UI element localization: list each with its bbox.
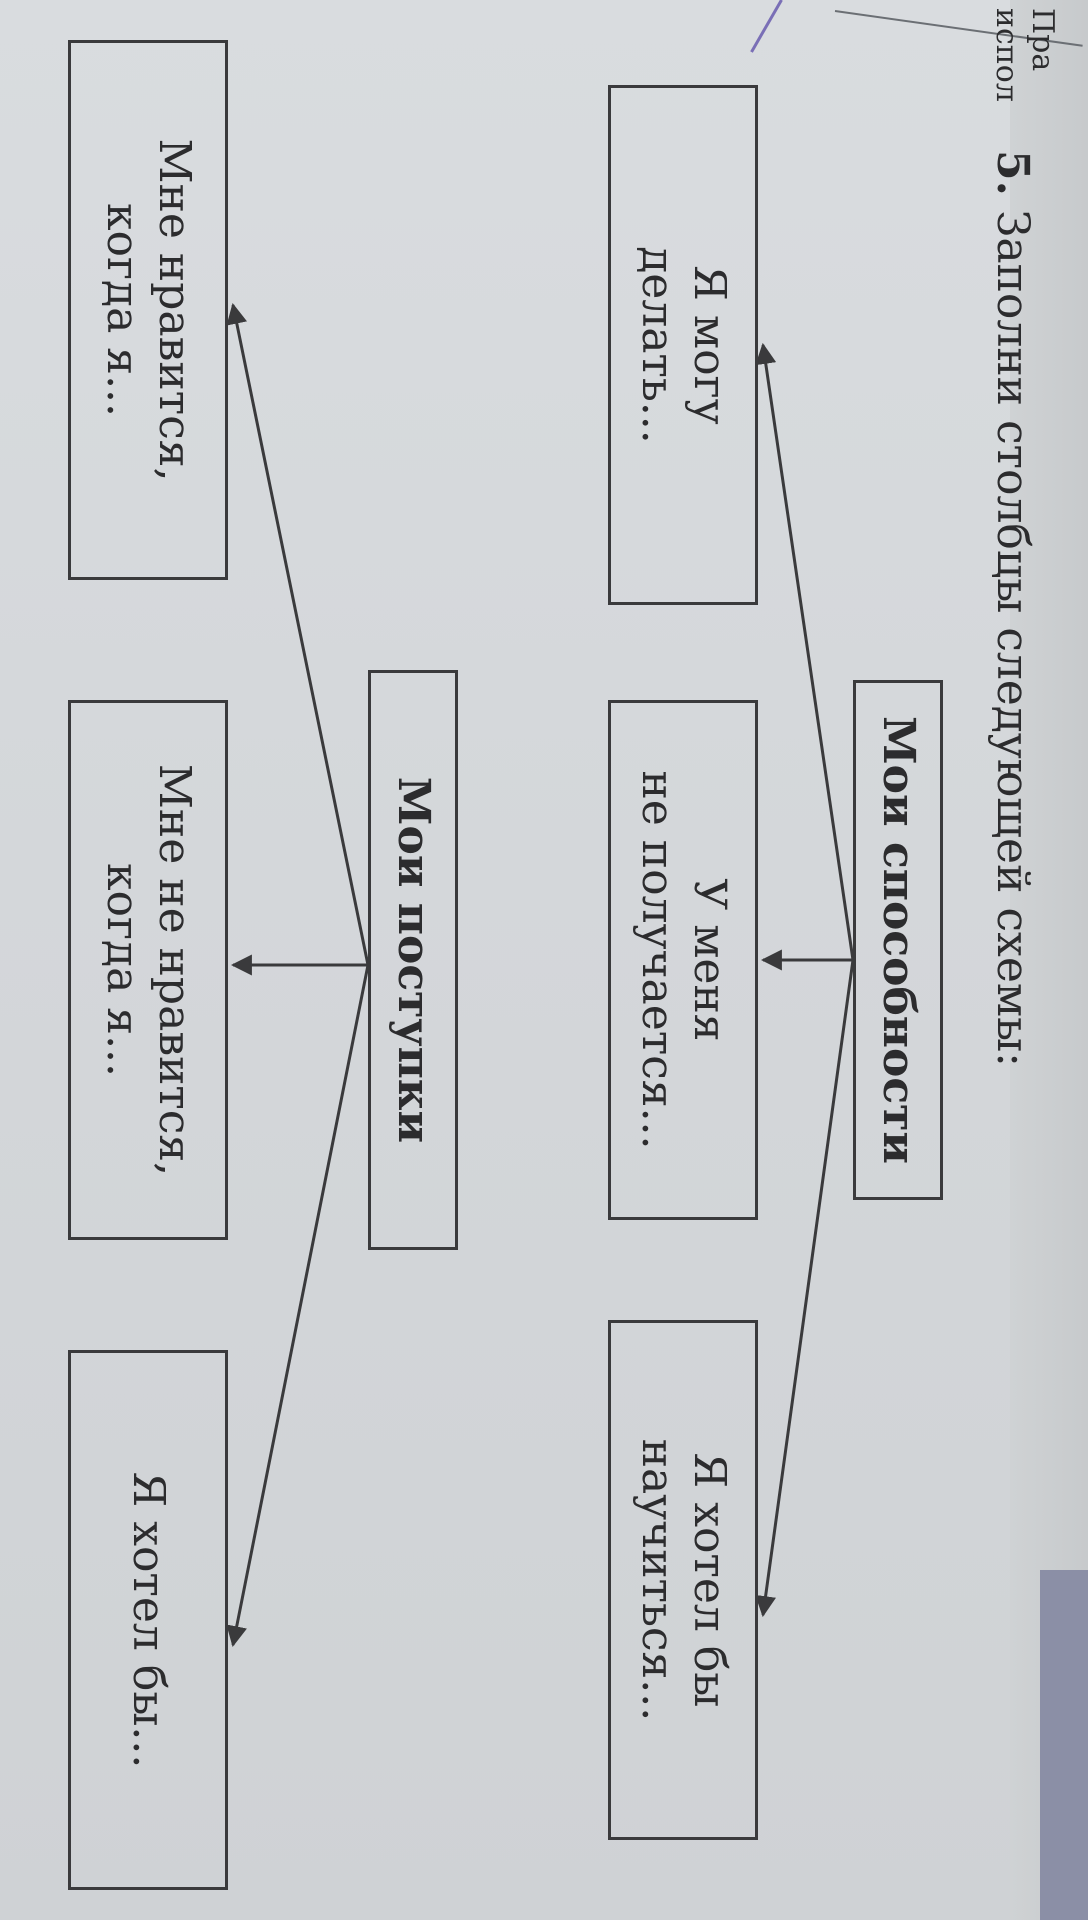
box-my-actions: Мои поступки	[368, 670, 458, 1250]
box-i-dislike: Мне не нравится, когда я...	[68, 700, 228, 1240]
background-object	[1040, 1570, 1088, 1920]
arrow-to-want-learn	[755, 959, 855, 1618]
arrow-to-would-like	[226, 964, 370, 1648]
box-i-can-do: Я могу делать...	[608, 85, 758, 605]
arrow-to-can-do	[755, 342, 855, 961]
box-i-would-like: Я хотел бы...	[68, 1350, 228, 1890]
box-want-to-learn: Я хотел бы научиться...	[608, 1320, 758, 1840]
box-my-abilities: Мои способности	[853, 680, 943, 1200]
box-i-like: Мне нравится, когда я...	[68, 40, 228, 580]
box-i-cannot: У меня не получается...	[608, 700, 758, 1220]
arrow-to-like	[226, 302, 370, 966]
